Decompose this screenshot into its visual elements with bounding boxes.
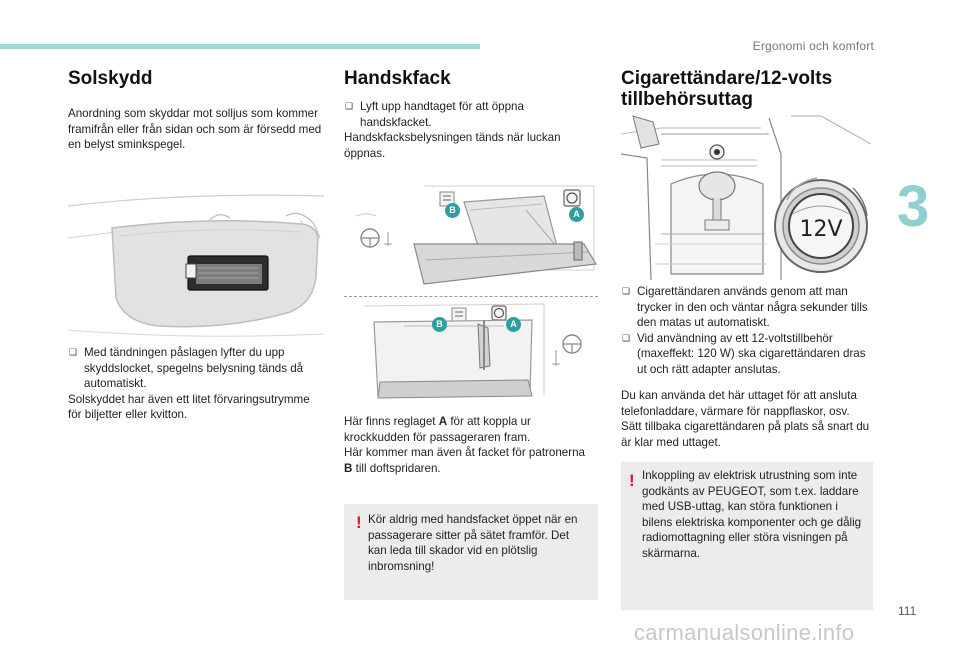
airbag-text-b: för att koppla ur krockkudden för passag…	[344, 415, 531, 444]
glovebox-bullet: ❑ Lyft upp handtaget för att öppna hands…	[344, 99, 596, 130]
label-b-badge-2: B	[432, 317, 447, 332]
lighter-usage-paragraph: Du kan använda det här uttaget för att a…	[621, 389, 870, 449]
sun-visor-bullet-block: ❑ Med tändningen påslagen lyfter du upp …	[68, 345, 326, 423]
exclamation-icon: !	[629, 471, 635, 490]
lighter-title-block: Cigarettändare/12-volts tillbehörsuttag	[621, 68, 881, 110]
fragrance-text-a: Här kommer man även åt facket för patron…	[344, 446, 586, 460]
fragrance-text-b: till doftspridaren.	[352, 461, 441, 475]
sun-visor-bullet-text: Med tändningen påslagen lyfter du upp sk…	[84, 346, 304, 391]
chapter-number: 3	[897, 174, 930, 239]
label-a-badge: A	[569, 207, 584, 222]
exclamation-icon: !	[356, 513, 362, 532]
airbag-switch-text: Här finns reglaget A för att koppla ur k…	[344, 414, 596, 445]
watermark: carmanualsonline.info	[634, 620, 855, 645]
checkbox-bullet-icon: ❑	[622, 332, 631, 343]
lighter-title-line1: Cigarettändare/12-volts	[621, 68, 833, 89]
glovebox-interior-illustration: A B	[344, 300, 598, 400]
header-accent-bar	[0, 44, 480, 49]
sun-visor-title: Solskydd	[68, 68, 153, 89]
glovebox-title: Handskfack	[344, 68, 451, 89]
checkbox-bullet-icon: ❑	[69, 347, 78, 357]
lighter-title-line2: tillbehörsuttag	[621, 89, 753, 110]
glovebox-open-illustration: A B	[344, 180, 598, 292]
glovebox-bullet-text: Lyft upp handtaget för att öppna handskf…	[360, 100, 524, 129]
lighter-illustration: 12V	[621, 114, 873, 280]
lighter-warning-box: ! Inkoppling av elektrisk utrustning som…	[621, 462, 873, 610]
fragrance-text: Här kommer man även åt facket för patron…	[344, 445, 596, 476]
page-number: 111	[898, 604, 917, 618]
checkbox-bullet-icon: ❑	[345, 101, 354, 111]
label-a-text: A	[573, 209, 580, 219]
figure-separator	[344, 296, 598, 297]
lighter-bullet-2: ❑ Vid användning av ett 12-voltstillbehö…	[621, 331, 873, 378]
lighter-bullet-1-text: Cigarettändaren används genom att man tr…	[637, 285, 868, 330]
glovebox-warning-text: Kör aldrig med handsfacket öppet när en …	[368, 513, 578, 573]
airbag-text-a: Här finns reglaget	[344, 415, 439, 428]
glovebox-light-text: Handskfacksbelysningen tänds när luckan …	[344, 131, 561, 160]
socket-12v-label: 12V	[799, 217, 842, 242]
glovebox-controls-text: Här finns reglaget A för att koppla ur k…	[344, 414, 596, 476]
glovebox-warning-box: ! Kör aldrig med handsfacket öppet när e…	[344, 504, 598, 600]
sun-visor-intro-text: Anordning som skyddar mot solljus som ko…	[68, 107, 322, 152]
fragrance-label-b: B	[344, 461, 353, 475]
sun-visor-storage-text: Solskyddet har även ett litet förvarings…	[68, 392, 310, 422]
glovebox-title-block: Handskfack	[344, 68, 596, 89]
sun-visor-bullet: ❑ Med tändningen påslagen lyfter du upp …	[68, 345, 326, 392]
airbag-label-a: A	[438, 415, 448, 428]
label-b-text: B	[449, 205, 456, 215]
lighter-bullet-2-text: Vid användning av ett 12-voltstillbehör …	[637, 331, 866, 376]
label-a-badge-2: A	[506, 317, 521, 332]
sun-visor-illustration	[68, 180, 324, 340]
label-b-text-2: B	[436, 319, 443, 329]
sun-visor-title-block: Solskydd	[68, 68, 326, 89]
lighter-warning-text: Inkoppling av elektrisk utrustning som i…	[642, 469, 862, 560]
sun-visor-intro: Anordning som skyddar mot solljus som ko…	[68, 106, 326, 153]
lighter-bullets: ❑ Cigarettändaren används genom att man …	[621, 284, 873, 378]
lighter-bullet-1: ❑ Cigarettändaren används genom att man …	[621, 284, 873, 331]
lighter-usage-text: Du kan använda det här uttaget för att a…	[621, 388, 873, 450]
label-a-text-2: A	[510, 319, 517, 329]
section-title: Ergonomi och komfort	[752, 39, 874, 53]
glovebox-intro: ❑ Lyft upp handtaget för att öppna hands…	[344, 99, 596, 161]
checkbox-bullet-icon: ❑	[622, 286, 631, 296]
label-b-badge: B	[445, 203, 460, 218]
